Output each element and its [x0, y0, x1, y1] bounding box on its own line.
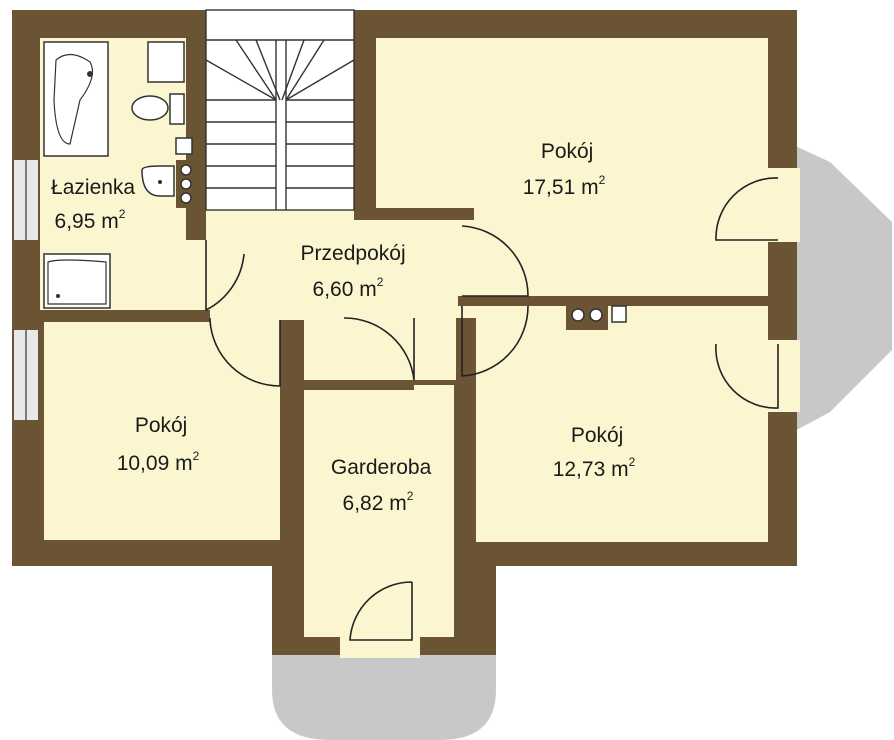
wardrobe-floor	[304, 385, 454, 637]
room-w-floor	[44, 322, 280, 540]
bay-opening-lower	[768, 340, 800, 412]
wall-hall-roomne	[354, 38, 376, 218]
staircase	[205, 9, 355, 211]
room-ne-floor	[376, 38, 768, 296]
bay-window-south	[272, 655, 496, 740]
door-room-se	[461, 305, 529, 377]
wall-wardrobe-top	[304, 380, 414, 390]
room-se-floor	[476, 306, 768, 542]
wall-bath-room	[40, 310, 210, 322]
shower-tray-icon	[43, 253, 111, 309]
bay-window-east	[778, 138, 892, 440]
room-label-room-ne: Pokój 17,51 m2	[523, 140, 606, 199]
door-room-ne	[461, 225, 529, 297]
room-label-wardrobe: Garderoba 6,82 m2	[331, 456, 437, 515]
washbasin-icon	[141, 165, 175, 197]
bathroom-cabinet	[147, 41, 185, 83]
room-label-room-w: Pokój 10,09 m2	[117, 414, 200, 475]
door-bathroom	[205, 240, 245, 312]
door-bay-south	[349, 581, 413, 641]
wall-wardrobe-roomse	[454, 385, 476, 565]
toilet-icon	[131, 93, 185, 125]
door-bay-east-upper	[715, 177, 779, 241]
wall-rooms-east	[458, 296, 768, 306]
room-label-hall: Przedpokój 6,60 m2	[301, 242, 412, 301]
chimney-bathroom-icon	[175, 137, 196, 208]
wall-stair-stub	[282, 320, 302, 380]
bay-opening-upper	[768, 168, 800, 242]
room-label-room-se: Pokój 12,73 m2	[553, 424, 636, 481]
door-room-w	[209, 318, 281, 387]
bay-opening-south	[340, 630, 420, 658]
wall-hall-roomne-h	[354, 208, 474, 220]
room-label-bathroom: Łazienka 6,95 m2	[51, 176, 141, 233]
door-bay-east-lower	[715, 343, 779, 409]
bathtub-icon	[43, 41, 109, 157]
chimney-east-icon	[566, 300, 627, 330]
staircase-area	[206, 10, 354, 210]
door-wardrobe	[343, 317, 415, 381]
